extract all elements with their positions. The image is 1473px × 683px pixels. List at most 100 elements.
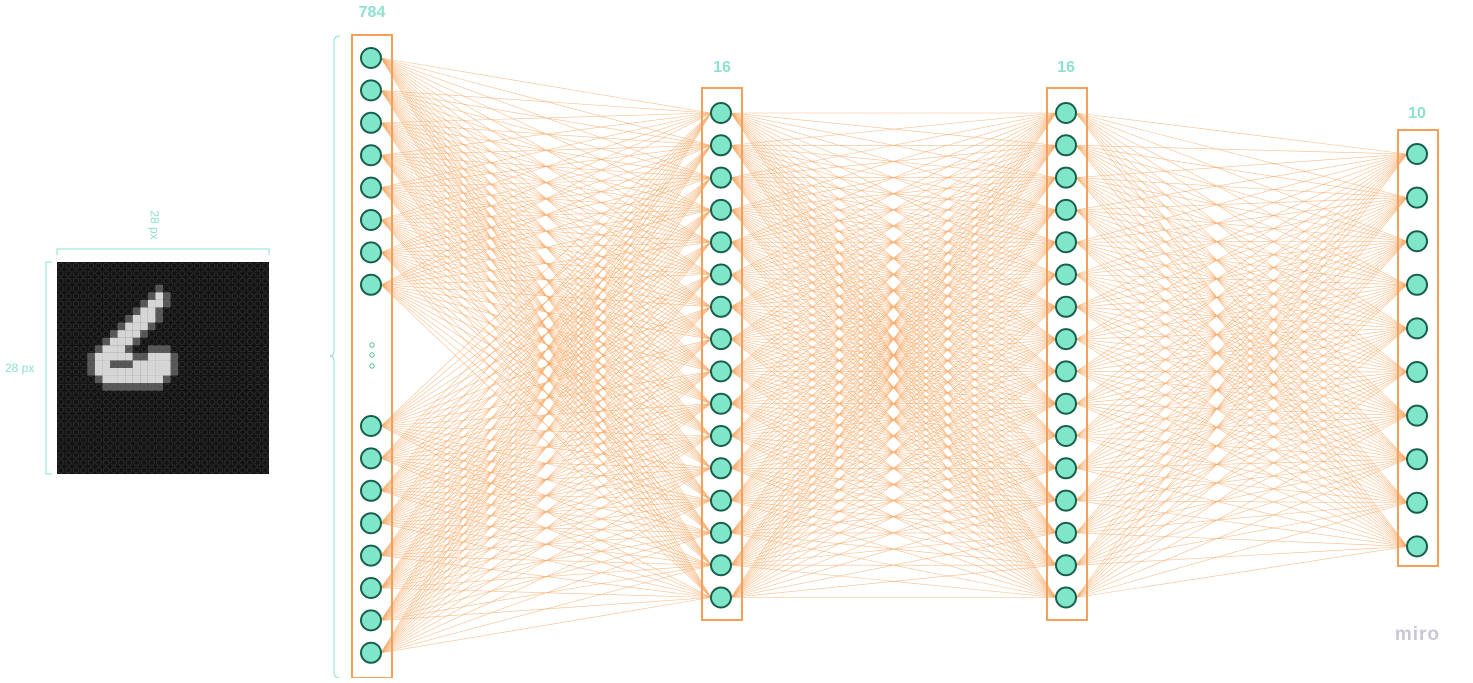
pixel-cell [262, 285, 269, 292]
edge-line [1075, 153, 1408, 275]
pixel-cell [254, 292, 261, 300]
neuron-node [710, 521, 732, 544]
edge-line [1075, 112, 1408, 286]
pixel-cell [254, 459, 261, 466]
edge-line [1075, 284, 1408, 308]
pixel-cell [65, 262, 72, 269]
neuron-node [1406, 491, 1428, 514]
edge-line [380, 112, 712, 524]
edge-line [1075, 371, 1408, 469]
edge-line [1075, 284, 1408, 404]
pixel-cell [65, 300, 72, 307]
edge-line [380, 371, 712, 654]
pixel-cell [224, 406, 231, 413]
edge-line [1075, 241, 1408, 373]
pixel-cell [156, 444, 163, 451]
neuron-node [360, 273, 382, 296]
pixel-cell [118, 406, 125, 413]
pixel-cell [193, 398, 201, 406]
pixel-cell [103, 292, 110, 300]
pixel-cell [65, 421, 72, 428]
pixel-cell [118, 270, 125, 277]
neuron-node [360, 641, 382, 664]
pixel-cell [193, 330, 201, 338]
pixel-cell [178, 345, 186, 353]
edge-line [380, 57, 712, 114]
digit-pixel [155, 352, 163, 361]
digit-edge-pixel [102, 383, 110, 391]
pixel-cell [163, 467, 170, 474]
digit-pixel [110, 368, 118, 376]
edge-line [1075, 458, 1408, 469]
neuron-node [1406, 143, 1428, 165]
pixel-cell [103, 300, 110, 307]
pixel-cell [246, 436, 254, 444]
pixel-cell [80, 277, 87, 285]
edge-line [730, 112, 1057, 566]
edge-line [730, 112, 1057, 534]
pixel-cell [110, 323, 117, 330]
pixel-cell [156, 398, 163, 406]
pixel-cell [246, 308, 254, 315]
pixel-cell [246, 414, 254, 421]
pixel-cell [156, 323, 163, 330]
neuron-node [710, 102, 732, 124]
pixel-cell [65, 451, 72, 459]
pixel-cell [193, 451, 201, 459]
pixel-cell [193, 459, 201, 466]
pixel-cell [186, 436, 193, 444]
pixel-cell [57, 315, 64, 322]
pixel-cell [193, 262, 201, 269]
pixel-cell [140, 459, 148, 466]
pixel-cell [231, 436, 239, 444]
pixel-cell [239, 368, 246, 375]
pixel-cell [171, 292, 178, 300]
ellipsis-dot [369, 363, 375, 369]
pixel-cell [209, 285, 216, 292]
pixel-cell [118, 459, 125, 466]
pixel-cell [125, 277, 133, 285]
pixel-cell [163, 414, 170, 421]
edge-line [380, 90, 712, 114]
pixel-cell [239, 467, 246, 474]
pixel-cell [65, 376, 72, 383]
pixel-cell [95, 406, 102, 413]
edge-line [730, 112, 1057, 372]
digit-pixel [94, 360, 103, 368]
neuron-node [1406, 186, 1428, 209]
pixel-cell [209, 353, 216, 360]
pixel-cell [72, 444, 80, 451]
pixel-cell [125, 467, 133, 474]
pixel-cell [57, 338, 64, 345]
pixel-cell [209, 308, 216, 315]
edge-line [1075, 274, 1408, 373]
edge-line [1075, 145, 1408, 155]
pixel-cell [72, 330, 80, 338]
pixel-cell [246, 270, 254, 277]
edge-line [380, 112, 712, 556]
edge-line [380, 284, 712, 469]
pixel-cell [65, 315, 72, 322]
pixel-cell [254, 361, 261, 368]
edge-line [1075, 458, 1408, 534]
edge-line [380, 209, 712, 286]
pixel-cell [246, 323, 254, 330]
pixel-cell [65, 368, 72, 375]
pixel-cell [231, 398, 239, 406]
digit-edge-pixel [117, 322, 126, 331]
pixel-cell [254, 383, 261, 391]
digit-pixel [155, 375, 163, 384]
pixel-cell [171, 315, 178, 322]
pixel-cell [80, 292, 87, 300]
pixel-cell [254, 414, 261, 421]
neuron-node [1055, 263, 1077, 286]
pixel-cell [254, 398, 261, 406]
pixel-cell [163, 429, 170, 436]
edge-line [1075, 241, 1408, 416]
digit-edge-pixel [163, 299, 171, 308]
pixel-cell [140, 270, 148, 277]
pixel-cell [118, 398, 125, 406]
digit-edge-pixel [163, 375, 171, 384]
pixel-cell [239, 421, 246, 428]
pixel-cell [178, 421, 186, 428]
